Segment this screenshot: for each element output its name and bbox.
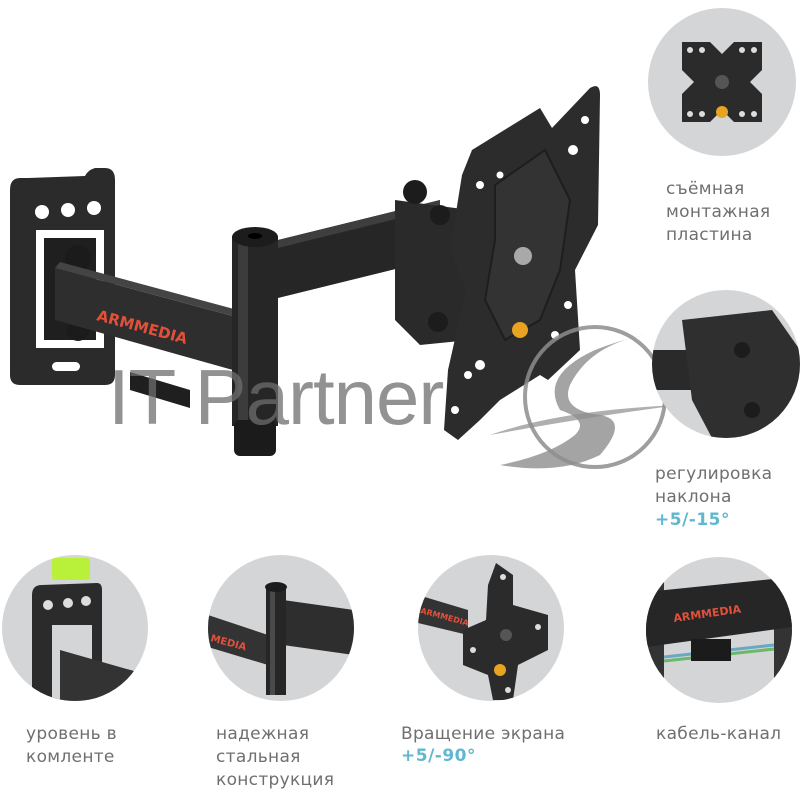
feature-removable-plate-image <box>648 8 796 156</box>
s-swoosh-logo-icon <box>490 325 680 469</box>
feature-cable-image: ARMMEDIA <box>646 557 792 703</box>
feature-tilt-caption: регулировка наклона <box>655 464 773 507</box>
main-product-image: ARMMEDIA <box>10 86 600 456</box>
feature-tilt-value: +5/-15° <box>655 510 730 530</box>
feature-level-caption: уровень в комленте <box>26 724 117 767</box>
feature-rotation-value: +5/-90° <box>401 746 476 766</box>
vesa-plate <box>444 86 600 441</box>
feature-rotation-image: ARMMEDIA <box>418 555 564 701</box>
feature-tilt-image <box>652 290 800 438</box>
feature-rotation-caption: Вращение экрана <box>401 724 566 744</box>
feature-cable-caption: кабель-канал <box>656 724 782 744</box>
feature-removable-plate-caption: съёмная монтажная пластина <box>666 179 771 245</box>
feature-level-image <box>2 555 148 701</box>
watermark-text: IT Partner <box>108 353 444 441</box>
feature-steel-caption: надежная стальная конструкция <box>216 724 335 790</box>
feature-steel-image: MEDIA <box>208 555 354 701</box>
